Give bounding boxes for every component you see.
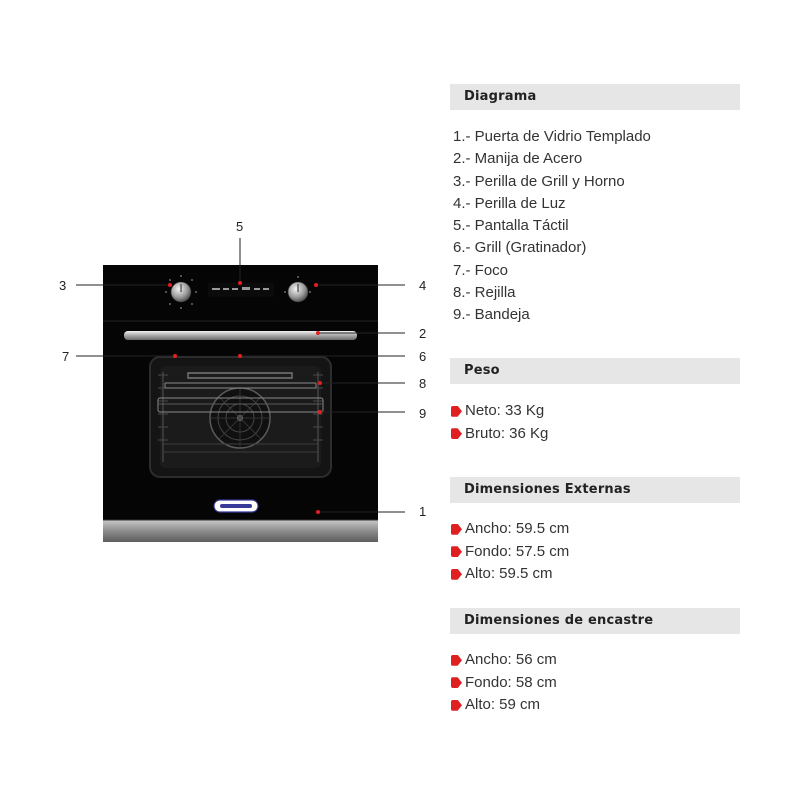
convection-fan — [209, 387, 271, 449]
spec-item: Bruto: 36 Kg — [451, 423, 548, 446]
spec-text: Bruto: 36 Kg — [465, 424, 549, 442]
spec-text: Ancho: 56 cm — [465, 651, 557, 668]
oven-diagram: 1 2 3 4 5 6 7 8 9 — [59, 219, 426, 542]
diagram-legend-list: 1.- Puerta de Vidrio Templado 2.- Manija… — [453, 126, 651, 327]
callout-4: 4 — [419, 278, 426, 293]
legend-item: 1.- Puerta de Vidrio Templado — [453, 128, 651, 145]
spec-item: Alto: 59.5 cm — [451, 563, 569, 586]
spec-item: Alto: 59 cm — [451, 694, 557, 717]
bullet-icon — [451, 699, 462, 711]
legend-item: 5.- Pantalla Táctil — [453, 217, 569, 235]
bullet-icon — [451, 428, 462, 440]
legend-item: 3.- Perilla de Grill y Horno — [453, 172, 625, 190]
spec-item: Fondo: 57.5 cm — [451, 541, 569, 564]
grill-oven-knob — [165, 275, 197, 309]
callout-7: 7 — [62, 349, 69, 364]
legend-item: 7.- Foco — [453, 261, 509, 279]
callout-6: 6 — [419, 349, 426, 364]
callout-8: 8 — [419, 376, 426, 391]
spec-item: Fondo: 58 cm — [451, 672, 557, 695]
spec-text: Ancho: 59.5 cm — [465, 520, 570, 537]
spec-item: Ancho: 59.5 cm — [451, 518, 569, 541]
section-header-diagrama: Diagrama — [450, 84, 740, 110]
spec-item: Ancho: 56 cm — [451, 649, 557, 672]
spec-text: Neto: 33 Kg — [465, 402, 545, 419]
bullet-icon — [451, 654, 462, 666]
oven-cavity — [149, 356, 332, 478]
light-knob — [284, 276, 311, 303]
bullet-icon — [451, 405, 462, 417]
external-dimensions-list: Ancho: 59.5 cm Fondo: 57.5 cm Alto: 59.5… — [451, 518, 569, 586]
spec-text: Fondo: 57.5 cm — [465, 542, 570, 560]
wire-rack — [164, 382, 317, 389]
bullet-icon — [451, 677, 462, 689]
steel-handle — [124, 331, 357, 340]
callouts: 1 2 3 4 5 6 7 8 9 — [59, 219, 426, 519]
touch-display — [208, 283, 274, 297]
section-header-external-dimensions: Dimensiones Externas — [450, 477, 740, 503]
legend-item: 8.- Rejilla — [453, 284, 516, 302]
spec-text: Alto: 59.5 cm — [465, 565, 553, 582]
callout-2: 2 — [419, 326, 426, 341]
baking-tray — [157, 397, 324, 413]
section-header-peso: Peso — [450, 358, 740, 384]
legend-item: 9.- Bandeja — [453, 306, 530, 324]
built-in-dimensions-list: Ancho: 56 cm Fondo: 58 cm Alto: 59 cm — [451, 649, 557, 717]
section-header-built-in-dimensions: Dimensiones de encastre — [450, 608, 740, 634]
spec-text: Alto: 59 cm — [465, 696, 541, 713]
spec-text: Fondo: 58 cm — [465, 673, 557, 691]
oven — [103, 265, 378, 542]
callout-3: 3 — [59, 278, 66, 293]
callout-9: 9 — [419, 406, 426, 421]
callout-1: 1 — [419, 504, 426, 519]
bullet-icon — [451, 568, 462, 580]
legend-item: 6.- Grill (Gratinador) — [453, 239, 587, 257]
legend-item: 2.- Manija de Acero — [453, 150, 583, 168]
spec-item: Neto: 33 Kg — [451, 400, 548, 423]
brand-logo — [213, 499, 259, 513]
callout-5: 5 — [236, 219, 243, 234]
bullet-icon — [451, 546, 462, 558]
grill-element — [187, 372, 293, 379]
legend-item: 4.- Perilla de Luz — [453, 194, 566, 212]
bullet-icon — [451, 523, 462, 535]
weight-list: Neto: 33 Kg Bruto: 36 Kg — [451, 400, 548, 445]
stainless-trim — [103, 520, 378, 542]
